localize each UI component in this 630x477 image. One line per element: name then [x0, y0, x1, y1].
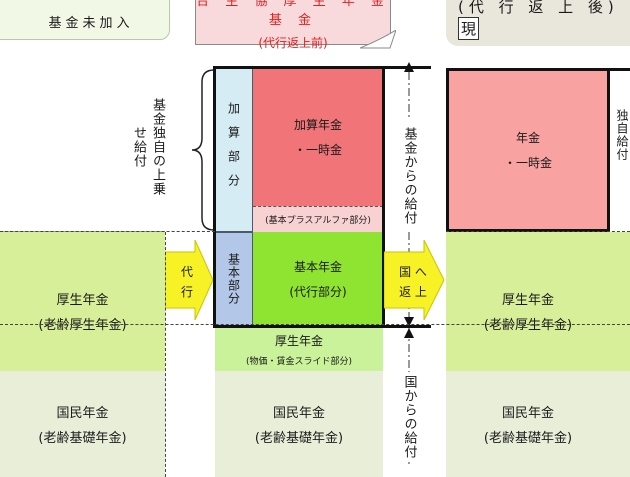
slide-box: 厚生年金 (物価・賃金スライド部分) [215, 328, 383, 371]
col1-kosei-title: 厚生年金 [56, 292, 109, 308]
return-arrow-row2: 返 上 [399, 285, 427, 299]
fund-outline [213, 66, 385, 328]
col3-kokumin-title: 国民年金 [501, 406, 554, 421]
kihon-side-box: 基本部分 [215, 232, 253, 326]
col3-nenkin-box: 年金 ・一時金 [446, 68, 610, 232]
col2-kokumin-box: 国民年金 (老齢基礎年金) [215, 371, 383, 477]
col1-kokumin-title: 国民年金 [56, 406, 109, 421]
guide-col3-top [446, 231, 630, 232]
kihon-sub: (代行部分) [289, 285, 347, 299]
col2-kokumin-title: 国民年金 [272, 406, 325, 421]
guide-col1-right [165, 232, 166, 477]
note-curl-icon [360, 30, 396, 49]
kasan-side-label: 加算部分 [226, 102, 241, 198]
col1-kokumin-box: 国民年金 (老齢基礎年金) [0, 371, 165, 477]
proxy-arrow-label: 代 行 [172, 262, 202, 302]
note-after-return-box: 現 [458, 17, 480, 40]
kasan-side-box: 加算部分 [215, 68, 253, 232]
return-arrow-icon [384, 240, 445, 320]
note-before-return: 合 主 協 厚 生 年 金 基 金 (代行返上前) [195, 0, 391, 50]
note-before-return-line1: 合 主 協 厚 生 年 金 基 金 [196, 0, 390, 28]
col1-kosei-box: 厚生年金 (老齢厚生年金) [0, 231, 165, 371]
note-after-return: (代 行 返 上 後) 現 [446, 0, 630, 46]
note-not-enrolled: 基金未加入 [0, 0, 170, 40]
note-not-enrolled-text: 基金未加入 [48, 15, 134, 31]
col1-kokumin-sub: (老齢基礎年金) [38, 431, 127, 446]
brace-icon [191, 69, 215, 231]
return-arrow-row1: 国 へ [399, 265, 427, 279]
col3-kosei-box: 厚生年金 (老齢厚生年金) [446, 232, 610, 371]
slide-sub: (物価・賃金スライド部分) [245, 357, 353, 367]
proxy-arrow-bottom: 行 [180, 285, 193, 299]
fund-extra-benefit-label: 基金独自の上乗せ給付 [131, 98, 165, 196]
return-arrow-label: 国 へ 返 上 [392, 262, 434, 302]
note-after-return-text: (代 行 返 上 後) [458, 0, 619, 16]
col3-kosei-edge [610, 232, 630, 371]
plus-alpha-box: (基本プラスアルファ部分) [253, 206, 383, 232]
guide-kosei-split [0, 324, 630, 325]
col3-kosei-sub: (老齢厚生年金) [483, 317, 573, 333]
col3-kosei-title: 厚生年金 [501, 292, 554, 308]
kihon-side-label: 基本部分 [226, 253, 241, 305]
proxy-arrow-icon [165, 240, 214, 320]
col3-nenkin-sub: ・一時金 [503, 156, 552, 170]
plus-alpha-label: (基本プラスアルファ部分) [265, 216, 371, 226]
col1-kosei-sub: (老齢厚生年金) [38, 317, 127, 333]
col3-edge-box: 独自給付 [610, 68, 630, 232]
col3-kokumin-sub: (老齢基礎年金) [483, 431, 573, 446]
kihon-title: 基本年金 [293, 260, 342, 274]
kasan-main-box: 加算年金 ・一時金 [253, 68, 383, 206]
fund-pay-label: 基金からの給付 [397, 120, 421, 232]
col3-edge-text: 独自給付 [615, 109, 629, 161]
guide-kasan-top [0, 231, 215, 232]
col2-kokumin-sub: (老齢基礎年金) [254, 431, 344, 446]
kihon-main-box: 基本年金 (代行部分) [253, 232, 383, 326]
note-before-return-line2: (代行返上前) [258, 36, 328, 50]
col3-nenkin-title: 年金 [515, 131, 540, 145]
kasan-sub: ・一時金 [293, 143, 342, 157]
mid-rule [383, 325, 431, 328]
state-pay-label: 国からの給付 [397, 372, 421, 462]
top-rule [383, 66, 431, 69]
col3-kokumin-box: 国民年金 (老齢基礎年金) [446, 371, 610, 477]
slide-title: 厚生年金 [274, 334, 323, 348]
col3-kokumin-edge [610, 371, 630, 477]
kasan-title: 加算年金 [293, 118, 342, 132]
proxy-arrow-top: 代 [180, 265, 193, 279]
